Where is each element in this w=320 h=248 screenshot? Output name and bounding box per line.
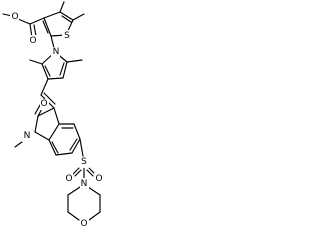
sulfonyl-sulfur-label: S [81,157,87,167]
sulfonyl-oxygen-left-label: O [65,174,72,184]
bond [59,11,74,21]
bond [67,186,81,196]
bond [47,77,64,80]
bond [34,131,50,141]
bond [61,15,72,23]
bond [87,186,101,196]
sulfonyl-oxygen-right-label: O [95,174,102,184]
bond [67,211,80,221]
bond [69,138,78,151]
bond [41,63,49,80]
bond [66,59,83,63]
bond [59,1,65,13]
bond [53,107,60,125]
lactam-oxygen-label: O [40,99,47,109]
bond [34,115,39,133]
structure-canvas: O O S N O N S O O N O [0,0,110,248]
bond [74,169,82,177]
bond [33,24,37,37]
bond [29,59,43,65]
bond [55,152,73,156]
bond [43,11,61,19]
pyrrole-nitrogen-label: N [53,47,60,57]
bond [40,78,49,96]
indole-nitrogen-label: N [24,131,31,141]
bond [44,65,51,77]
bond [17,18,31,25]
ester-oxygen-label: O [11,12,18,22]
bond [43,17,52,37]
bond [72,167,80,175]
morpholine-nitrogen-label: N [81,179,88,189]
bond [48,139,57,156]
bond [34,104,41,115]
bond [48,123,60,141]
bond [37,107,55,117]
bond [73,123,81,140]
bond [43,92,56,105]
bond [29,17,45,25]
thiophene-sulfur-label: S [64,31,70,41]
carbonyl-oxygen-label: O [29,36,36,46]
bond [86,169,94,177]
bond [42,20,49,34]
bond [51,141,59,154]
molecule-drawing: O O S N O N S O O N O [2,1,103,229]
bond [59,62,65,76]
bond [71,138,81,154]
bond [88,211,101,221]
morpholine-oxygen-label: O [80,219,87,229]
bond [62,61,68,79]
bond [79,138,84,157]
bond [72,13,85,21]
